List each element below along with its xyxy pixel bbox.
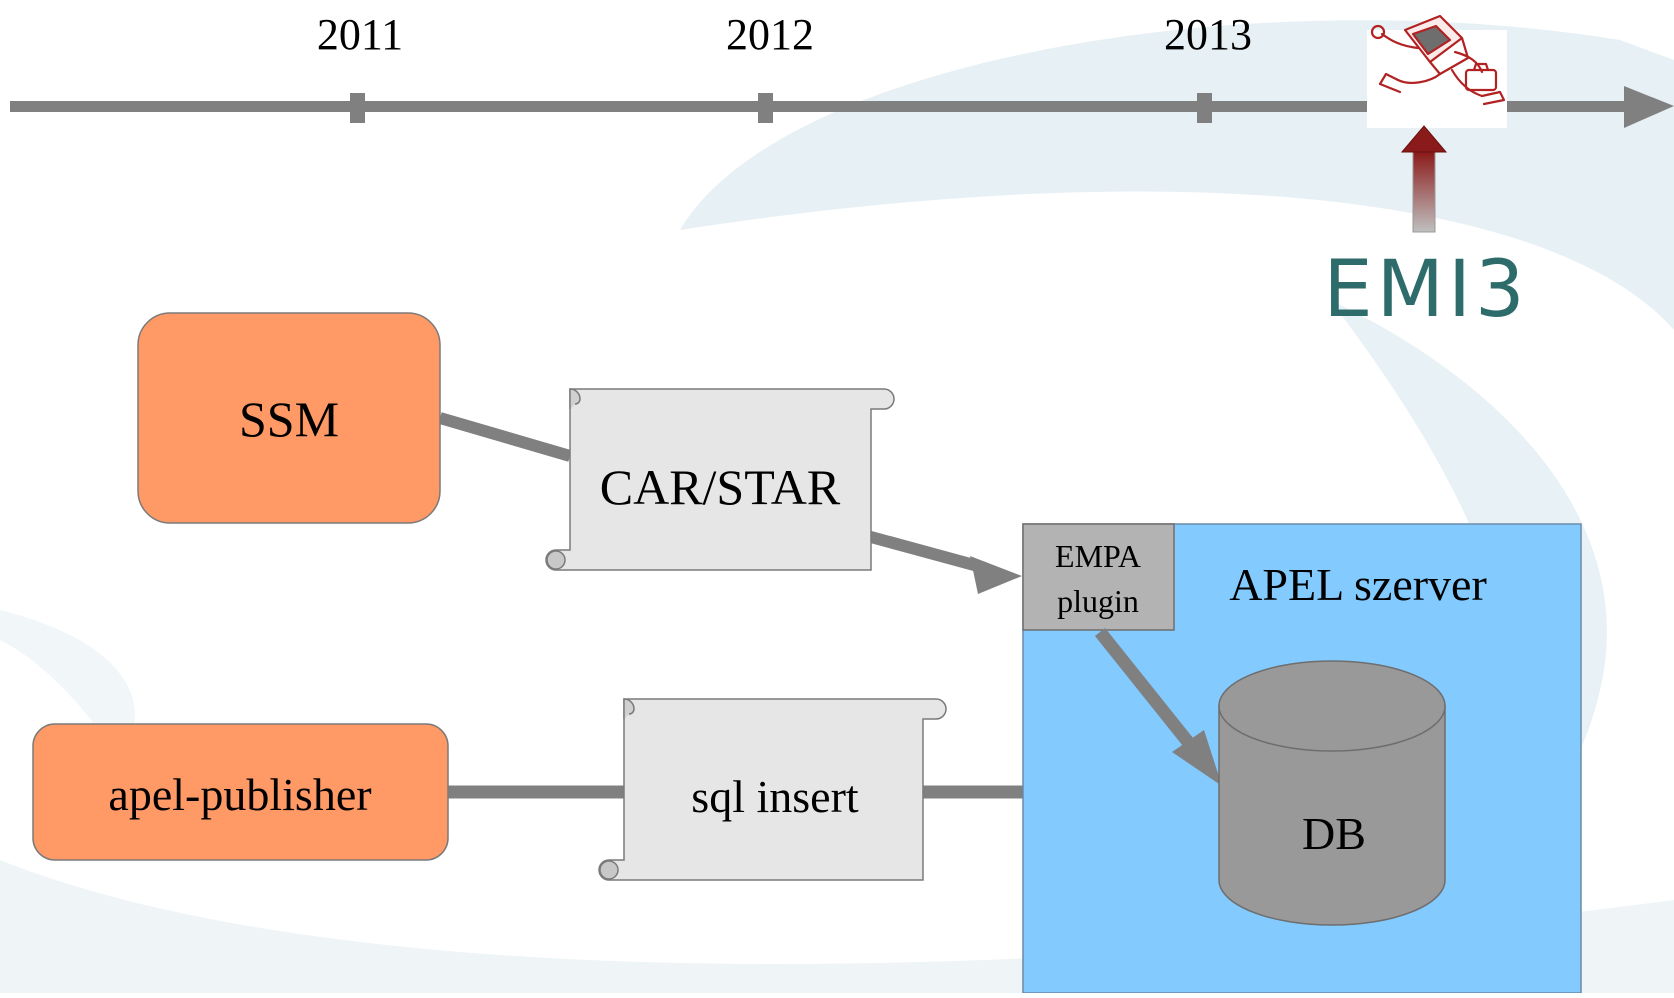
car-star-label: CAR/STAR: [600, 459, 841, 515]
timeline: 2011 2012 2013: [10, 10, 1674, 128]
connector-ssm-to-car: [438, 412, 572, 462]
milestone-label: EMI3: [1323, 245, 1528, 335]
car-star-scroll: CAR/STAR: [545, 388, 895, 571]
ssm-label: SSM: [239, 391, 339, 447]
apel-server-title: APEL szerver: [1229, 559, 1487, 610]
empa-plugin-line1: EMPA: [1055, 538, 1141, 574]
arrowhead-car-to-empa: [970, 556, 1022, 594]
empa-plugin-line2: plugin: [1057, 583, 1139, 619]
milestone-arrow: [1400, 125, 1448, 233]
timeline-arrowhead: [1624, 86, 1674, 128]
db-cylinder: DB: [1218, 660, 1446, 926]
connector-car-to-empa: [858, 528, 987, 574]
ssm-box: SSM: [137, 312, 441, 524]
connector-empa-to-db: [1094, 627, 1222, 786]
year-label-2013: 2013: [1164, 10, 1252, 59]
timeline-axis: [10, 101, 1630, 112]
db-label: DB: [1302, 808, 1366, 859]
sql-insert-scroll: sql insert: [598, 698, 947, 881]
timeline-tick-2012: [758, 93, 773, 123]
running-computer-icon: [1367, 14, 1507, 128]
timeline-tick-2011: [350, 93, 365, 123]
timeline-tick-2013: [1197, 93, 1212, 123]
apel-publisher-box: apel-publisher: [32, 723, 449, 861]
sql-insert-label: sql insert: [691, 771, 859, 822]
apel-publisher-label: apel-publisher: [108, 769, 371, 820]
empa-plugin-box: EMPA plugin: [1022, 523, 1175, 631]
year-label-2011: 2011: [317, 10, 403, 59]
year-label-2012: 2012: [726, 10, 814, 59]
